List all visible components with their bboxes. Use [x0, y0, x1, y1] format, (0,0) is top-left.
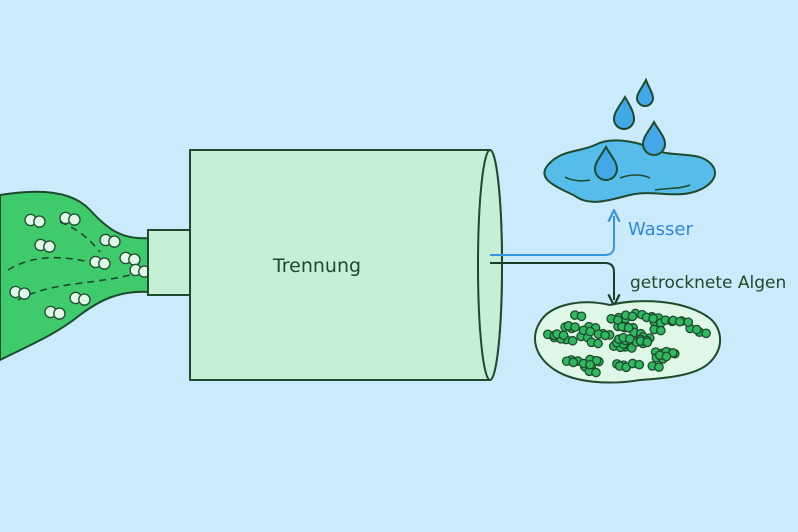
water-drops-icon — [593, 77, 667, 181]
algae-cell-icon — [606, 313, 623, 325]
algae-cell-icon — [649, 324, 666, 336]
algae-cell-icon — [570, 310, 587, 322]
water-puddle-icon — [543, 139, 716, 203]
algae-cell-icon — [34, 238, 56, 253]
algae-output-arrow — [490, 262, 614, 300]
algae-cell-icon — [69, 291, 91, 306]
algae-cell-icon — [552, 329, 569, 341]
algae-cell-icon — [129, 263, 151, 278]
separation-label: Trennung — [272, 255, 361, 277]
algae-cell-group — [542, 308, 711, 378]
algae-cell-icon — [99, 233, 121, 248]
algae-cell-icon — [593, 329, 610, 341]
water-output-arrow — [490, 216, 614, 256]
separation-drum — [189, 149, 503, 381]
algae-cell-icon — [9, 285, 31, 300]
algae-cell-icon — [59, 211, 81, 226]
algae-cell-icon — [617, 321, 634, 333]
dried-algae-pile-icon — [534, 300, 721, 384]
algae-cell-icon — [647, 361, 664, 372]
algae-cell-icon — [618, 332, 635, 344]
algae-cell-icon — [668, 315, 685, 327]
algae-cell-group — [9, 211, 151, 320]
algae-cell-icon — [563, 321, 580, 332]
algae-cell-icon — [44, 305, 66, 320]
algae-cell-icon — [641, 312, 658, 324]
algae-cell-icon — [89, 255, 111, 270]
algae-cell-icon — [578, 325, 595, 337]
algae-cell-icon — [635, 336, 653, 348]
algae-cell-icon — [654, 350, 672, 362]
algae-cell-icon — [24, 213, 46, 228]
drum-inlet — [147, 229, 194, 296]
dried-algae-label: getrocknete Algen — [630, 273, 786, 293]
algae-cell-icon — [586, 337, 603, 349]
water-label: Wasser — [628, 219, 694, 240]
algae-cell-icon — [620, 310, 638, 322]
algae-cell-icon — [119, 251, 141, 266]
algae-cell-icon — [627, 358, 645, 370]
algae-cell-icon — [561, 356, 579, 368]
algae-cell-icon — [578, 358, 595, 370]
algae-inflow-stream — [0, 190, 151, 361]
